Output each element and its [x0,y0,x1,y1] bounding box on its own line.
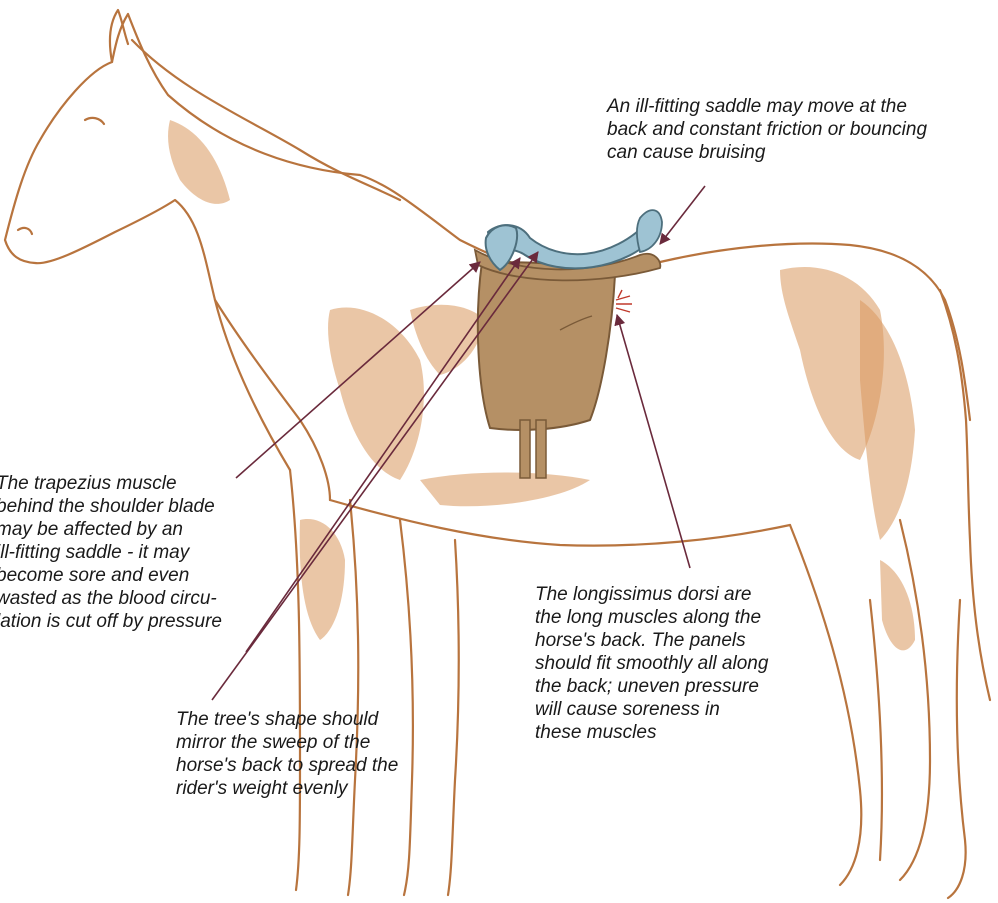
horse-chest-outline [215,300,330,500]
saddle-cantle [637,210,662,252]
soreness-mark [616,290,632,312]
horse-nostril [18,228,32,234]
horse-eye [85,118,104,124]
thigh-muscle [860,300,915,540]
saddle-girth-strap-right [536,420,546,478]
girth-muscle [420,473,590,507]
annotation-tree-shape: The tree's shape should mirror the sweep… [176,708,456,800]
horse-hind-leg-front [790,520,930,885]
annotation-trapezius: The trapezius muscle behind the shoulder… [0,472,266,633]
arrow-tree-to-seat [246,258,520,652]
annotation-bruising: An ill-fitting saddle may move at the ba… [607,95,987,164]
saddle [475,210,662,478]
shoulder-muscle [328,307,424,480]
horse-belly-outline [330,500,790,546]
saddle-panel [478,262,615,430]
gaskin-muscle [880,560,915,650]
forearm-muscle [300,519,345,640]
horse-tail [940,290,990,700]
arrow-bruising [660,186,705,244]
horse-head-neck-outline [5,14,510,470]
saddle-girth-strap-left [520,420,530,478]
arrow-longissimus [617,315,690,568]
annotation-longissimus-dorsi: The longissimus dorsi are the long muscl… [535,583,805,744]
